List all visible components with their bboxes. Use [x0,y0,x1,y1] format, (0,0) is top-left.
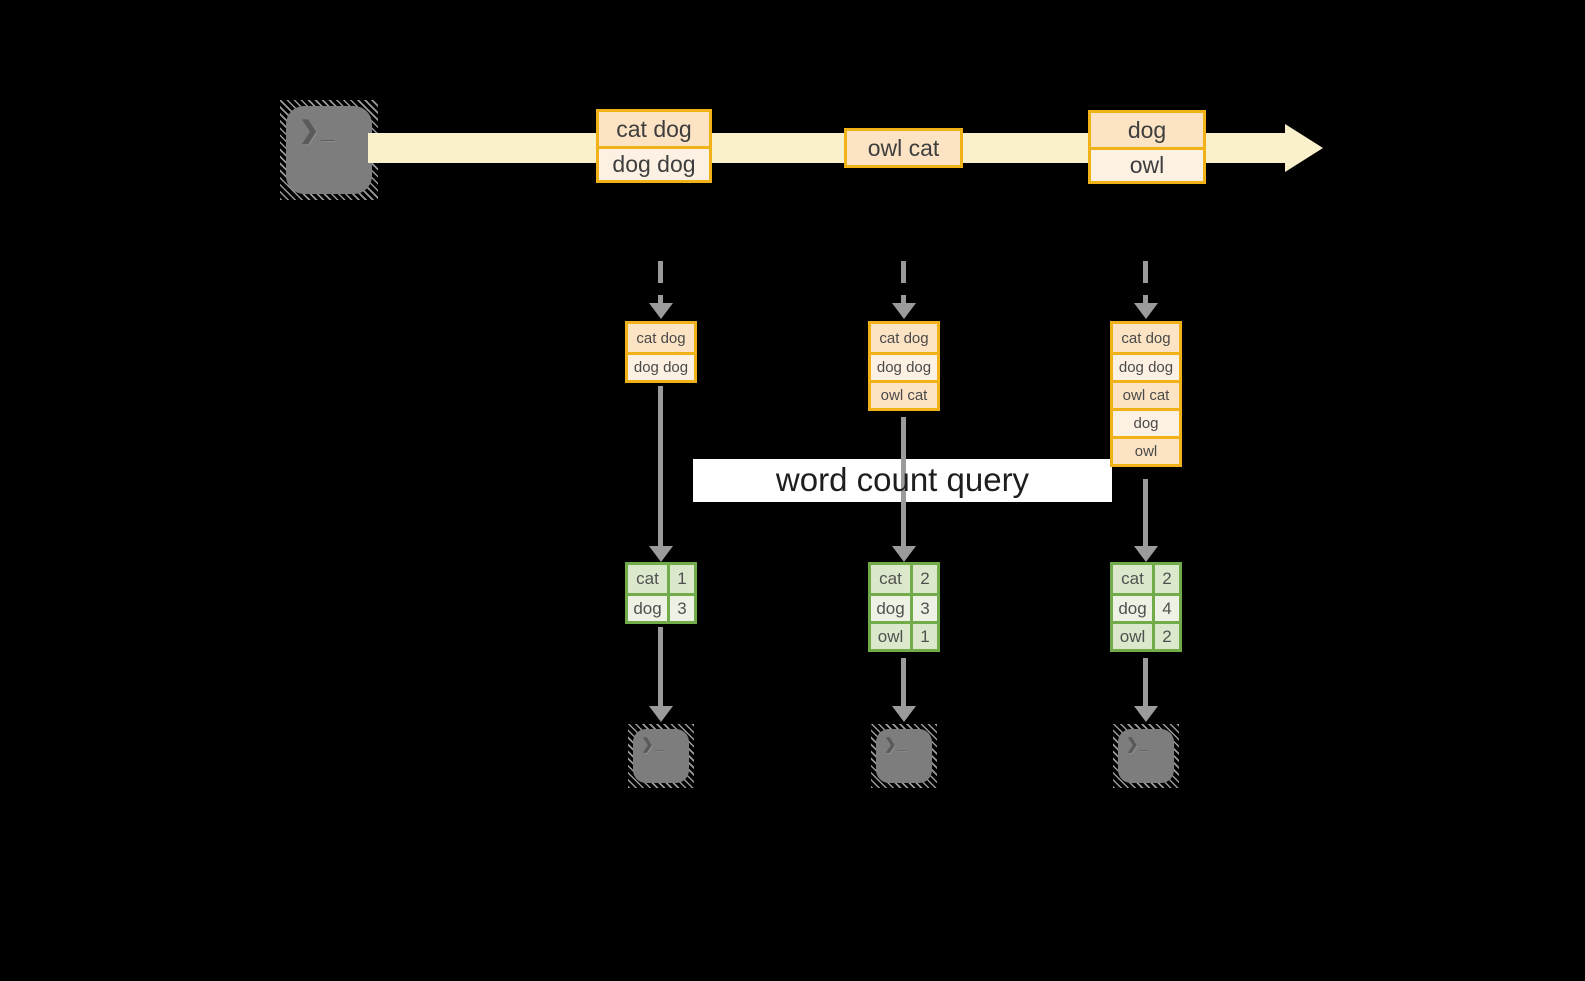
result-table-2: cat 2 dog 3 owl 1 [868,562,940,652]
ingest-arrow-head-3 [1134,303,1158,319]
terminal-body: ❯_ [876,729,932,783]
result-row: owl 2 [1113,621,1179,649]
buffered-record-line: dog dog [871,352,937,380]
result-row: owl 1 [871,621,937,649]
terminal-body: ❯_ [633,729,689,783]
terminal-prompt-icon: ❯_ [1126,736,1149,753]
stream-record-line: owl cat [847,131,960,165]
buffered-record-line: owl cat [871,380,937,408]
stream-record-batch-2: owl cat [844,128,963,168]
result-row: dog 4 [1113,593,1179,621]
buffered-records-1: cat dog dog dog [625,321,697,383]
result-word: dog [628,596,670,621]
query-arrow-shaft-2 [901,417,906,546]
ingest-arrow-head-2 [892,303,916,319]
stream-record-line: owl [1091,147,1203,181]
buffered-record-line: dog dog [1113,352,1179,380]
result-count: 1 [677,569,687,588]
ingest-arrow-shaft-2 [901,261,906,303]
result-word: dog [1113,596,1155,621]
query-arrow-shaft-3 [1143,479,1148,546]
terminal-body: ❯_ [1118,729,1174,783]
terminal-body: ❯_ [286,106,372,194]
result-row: dog 3 [628,593,694,621]
result-word: dog [871,596,913,621]
result-table-3: cat 2 dog 4 owl 2 [1110,562,1182,652]
result-count: 3 [677,598,687,618]
ingest-arrow-shaft-1 [658,261,663,303]
buffered-records-3: cat dog dog dog owl cat dog owl [1110,321,1182,467]
stream-record-batch-1: cat dog dog dog [596,109,712,183]
query-arrow-head-2 [892,546,916,562]
buffered-records-2: cat dog dog dog owl cat [868,321,940,411]
result-count: 3 [920,598,930,618]
output-arrow-head-1 [649,706,673,722]
stream-record-line: dog dog [599,146,709,180]
terminal-prompt-icon: ❯_ [641,736,664,753]
result-word: cat [628,565,670,593]
stream-arrow-head-icon [1285,124,1323,172]
query-arrow-shaft-1 [658,386,663,546]
result-row: cat 1 [628,565,694,593]
result-table-1: cat 1 dog 3 [625,562,697,624]
result-row: cat 2 [1113,565,1179,593]
terminal-prompt-icon: ❯_ [884,736,907,753]
ingest-arrow-shaft-3 [1143,261,1148,303]
result-word: cat [871,565,913,593]
ingest-arrow-head-1 [649,303,673,319]
stream-record-line: dog [1091,113,1203,147]
buffered-record-line: cat dog [871,324,937,352]
output-terminal-icon-2: ❯_ [871,724,937,788]
result-row: cat 2 [871,565,937,593]
output-arrow-head-3 [1134,706,1158,722]
result-word: owl [1113,624,1155,649]
result-count: 2 [1162,626,1172,646]
buffered-record-line: dog [1113,408,1179,436]
result-word: owl [871,624,913,649]
stream-record-batch-3: dog owl [1088,110,1206,184]
source-terminal-icon: ❯_ [280,100,378,200]
result-count: 2 [920,569,930,588]
result-row: dog 3 [871,593,937,621]
stream-record-line: cat dog [599,112,709,146]
terminal-prompt-icon: ❯_ [299,117,337,144]
output-arrow-shaft-2 [901,658,906,706]
query-arrow-head-3 [1134,546,1158,562]
query-arrow-head-1 [649,546,673,562]
buffered-record-line: cat dog [1113,324,1179,352]
output-terminal-icon-3: ❯_ [1113,724,1179,788]
output-arrow-shaft-3 [1143,658,1148,706]
result-count: 4 [1162,598,1172,618]
buffered-record-line: cat dog [628,324,694,352]
result-count: 2 [1162,569,1172,588]
output-arrow-head-2 [892,706,916,722]
output-arrow-shaft-1 [658,627,663,706]
word-count-query-label: word count query [775,460,1030,498]
buffered-record-line: owl [1113,436,1179,464]
buffered-record-line: dog dog [628,352,694,380]
result-word: cat [1113,565,1155,593]
output-terminal-icon-1: ❯_ [628,724,694,788]
result-count: 1 [920,626,930,646]
buffered-record-line: owl cat [1113,380,1179,408]
